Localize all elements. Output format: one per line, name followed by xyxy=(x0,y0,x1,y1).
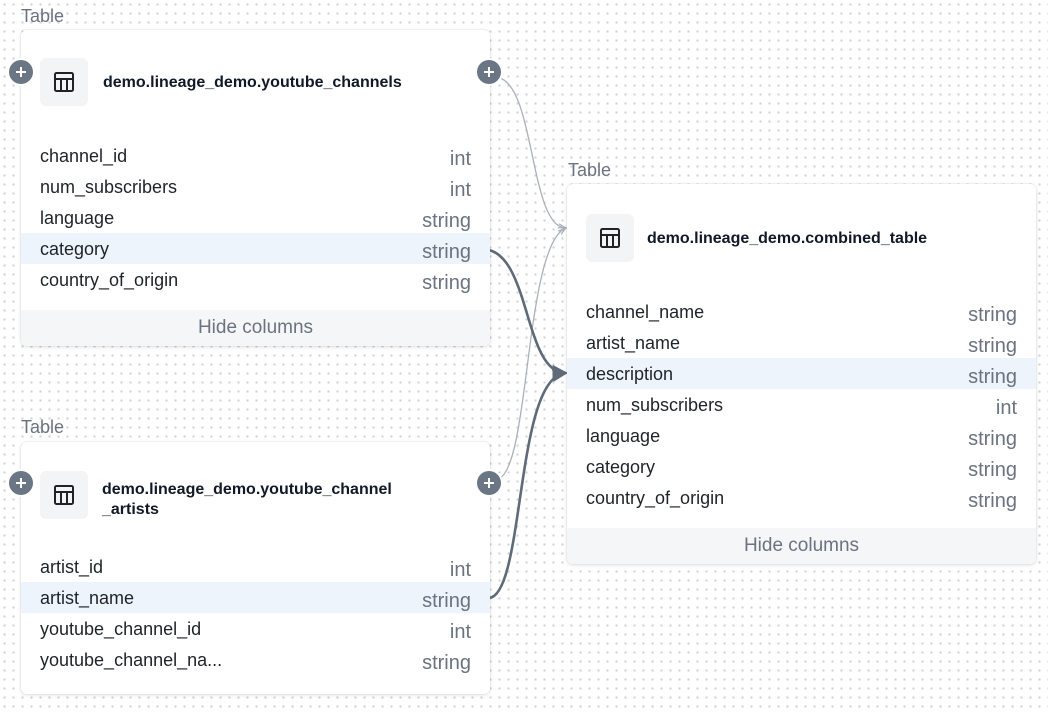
column-row[interactable]: country_of_origin string xyxy=(21,264,490,295)
column-type: int xyxy=(449,179,471,201)
column-row-highlighted[interactable]: description string xyxy=(567,358,1036,389)
column-name: description xyxy=(586,364,674,384)
column-name: language xyxy=(40,208,115,228)
column-row-highlighted[interactable]: category string xyxy=(21,233,490,264)
table-card-combined-table[interactable]: demo.lineage_demo.combined_table channel… xyxy=(567,184,1036,564)
column-row[interactable]: category string xyxy=(567,451,1036,482)
column-row[interactable]: num_subscribers int xyxy=(567,389,1036,420)
column-name: category xyxy=(586,457,656,477)
column-type: int xyxy=(449,559,471,581)
column-name: youtube_channel_na... xyxy=(40,650,223,670)
column-type: string xyxy=(968,335,1017,357)
column-row[interactable]: youtube_channel_id int xyxy=(21,613,490,644)
column-type: string xyxy=(422,210,471,232)
column-row[interactable]: language string xyxy=(567,420,1036,451)
table-icon xyxy=(40,58,88,106)
column-row-highlighted[interactable]: artist_name string xyxy=(21,582,490,613)
hide-columns-button[interactable]: Hide columns xyxy=(567,528,1036,564)
column-type: string xyxy=(968,428,1017,450)
column-type: string xyxy=(422,590,471,612)
column-name: language xyxy=(586,426,661,446)
column-row[interactable]: num_subscribers int xyxy=(21,171,490,202)
column-type: int xyxy=(449,148,471,170)
expand-upstream-plus-icon[interactable] xyxy=(9,60,33,84)
column-row[interactable]: youtube_channel_na... string xyxy=(21,644,490,675)
column-name: artist_name xyxy=(40,588,135,608)
table-card-youtube-channels[interactable]: demo.lineage_demo.youtube_channels chann… xyxy=(21,30,490,346)
column-row[interactable]: artist_name string xyxy=(567,327,1036,358)
column-name: num_subscribers xyxy=(40,177,178,197)
column-row[interactable]: artist_id int xyxy=(21,551,490,582)
column-type: string xyxy=(422,652,471,674)
column-type: string xyxy=(968,459,1017,481)
column-type: string xyxy=(968,304,1017,326)
edge-category-to-description xyxy=(488,248,569,381)
column-name: artist_id xyxy=(40,557,104,577)
column-name: channel_id xyxy=(40,146,128,166)
expand-upstream-plus-icon[interactable] xyxy=(9,471,33,495)
column-type: string xyxy=(968,490,1017,512)
column-type: int xyxy=(995,397,1017,419)
column-row[interactable]: channel_name string xyxy=(567,296,1036,327)
expand-downstream-plus-icon[interactable] xyxy=(477,471,501,495)
hide-columns-button[interactable]: Hide columns xyxy=(21,310,490,346)
table-title-line2: _artists xyxy=(102,501,159,518)
table-type-label: Table xyxy=(568,160,612,180)
column-name: country_of_origin xyxy=(40,270,179,290)
column-row[interactable]: country_of_origin string xyxy=(567,482,1036,513)
column-type: string xyxy=(422,272,471,294)
table-icon xyxy=(40,471,88,519)
column-name: youtube_channel_id xyxy=(40,619,202,639)
column-type: int xyxy=(449,621,471,643)
table-title: demo.lineage_demo.youtube_channel _artis… xyxy=(102,480,392,520)
table-type-label: Table xyxy=(21,417,65,437)
table-card-youtube-channel-artists[interactable]: demo.lineage_demo.youtube_channel _artis… xyxy=(21,442,490,694)
column-name: num_subscribers xyxy=(586,395,724,415)
edge-artists-to-combined xyxy=(499,228,565,479)
expand-downstream-plus-icon[interactable] xyxy=(477,60,501,84)
column-name: channel_name xyxy=(586,302,705,322)
column-row[interactable]: channel_id int xyxy=(21,140,490,171)
table-title: demo.lineage_demo.youtube_channels xyxy=(103,74,402,91)
edge-channels-to-combined xyxy=(499,77,565,228)
column-type: string xyxy=(422,241,471,263)
table-title: demo.lineage_demo.combined_table xyxy=(647,230,928,247)
column-name: category xyxy=(40,239,110,259)
column-row[interactable]: language string xyxy=(21,202,490,233)
table-type-label: Table xyxy=(21,6,65,26)
table-title-line1: demo.lineage_demo.youtube_channel xyxy=(102,481,392,498)
column-name: country_of_origin xyxy=(586,488,725,508)
column-type: string xyxy=(968,366,1017,388)
table-icon xyxy=(586,214,634,262)
column-name: artist_name xyxy=(586,333,681,353)
